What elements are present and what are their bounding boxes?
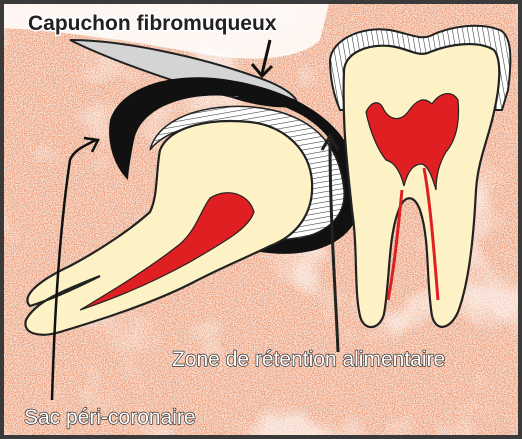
- label-sac: Sac péri-coronaire: [24, 406, 196, 429]
- label-capuchon: Capuchon fibromuqueux: [28, 12, 277, 35]
- label-retention: Zone de rétention alimentaire: [172, 348, 445, 371]
